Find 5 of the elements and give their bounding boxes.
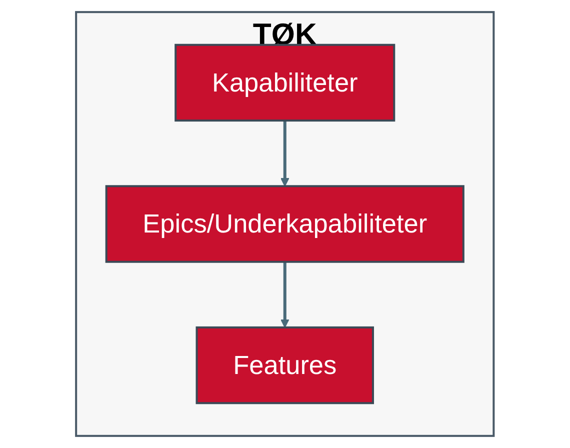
arrow	[280, 262, 290, 328]
arrow	[280, 120, 290, 187]
node-box: Epics/Underkapabiliteter	[105, 185, 465, 263]
node-box: Features	[196, 326, 374, 404]
node-box: Kapabiliteter	[174, 44, 396, 122]
